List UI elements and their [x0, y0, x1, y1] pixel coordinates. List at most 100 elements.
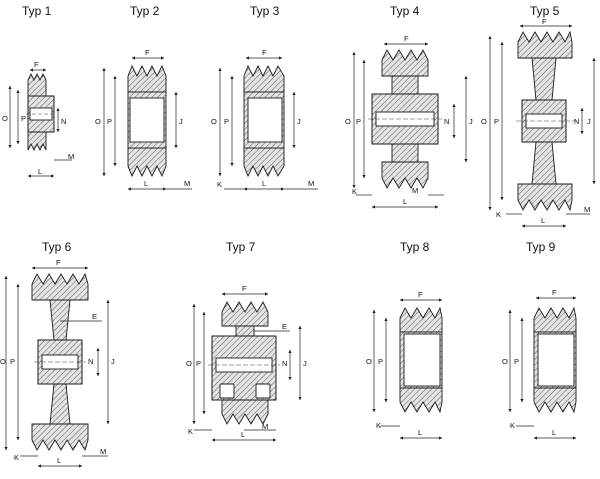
- label-L: L: [403, 197, 407, 206]
- label-M: M: [184, 179, 190, 188]
- groove-shape: [399, 306, 443, 333]
- pulley-title: Typ 7: [226, 240, 256, 254]
- bore-shape: [537, 333, 575, 387]
- groove-shape: [399, 387, 443, 414]
- label-F: F: [34, 60, 39, 69]
- label-O: O: [502, 357, 508, 366]
- label-P: P: [107, 117, 112, 126]
- label-F: F: [262, 48, 267, 57]
- label-M: M: [100, 447, 106, 456]
- hole-shape: [255, 383, 271, 399]
- groove-shape: [127, 147, 167, 178]
- pulley-typ-7: Typ 7 F E O P N J K L M: [186, 240, 307, 442]
- groove-shape: [221, 399, 269, 425]
- label-E: E: [92, 312, 97, 321]
- pulley-typ-9: Typ 9 F O P K L: [502, 240, 577, 440]
- label-M: M: [308, 179, 314, 188]
- label-L: L: [418, 428, 422, 437]
- label-K: K: [14, 453, 19, 462]
- label-J: J: [469, 117, 473, 126]
- pulley-title: Typ 6: [42, 240, 72, 254]
- groove-shape: [533, 306, 577, 333]
- groove-shape: [517, 30, 573, 59]
- label-F: F: [56, 258, 61, 267]
- label-M: M: [68, 152, 74, 161]
- label-F: F: [242, 284, 247, 293]
- label-L: L: [38, 167, 42, 176]
- label-K: K: [376, 421, 381, 430]
- label-M: M: [412, 186, 418, 195]
- web-shape: [391, 75, 419, 95]
- label-P: P: [378, 357, 383, 366]
- web-shape: [49, 299, 71, 341]
- label-N: N: [574, 117, 579, 126]
- label-O: O: [186, 359, 192, 368]
- web-shape: [49, 383, 71, 425]
- label-E: E: [282, 322, 287, 331]
- rim-bottom-grooves: [27, 131, 47, 152]
- label-N: N: [61, 117, 66, 126]
- pulley-title: Typ 9: [526, 240, 556, 254]
- web-shape: [531, 141, 557, 185]
- groove-shape: [381, 161, 429, 189]
- label-F: F: [418, 290, 423, 299]
- pulley-title: Typ 3: [250, 4, 280, 18]
- groove-shape: [243, 64, 285, 93]
- label-N: N: [444, 117, 449, 126]
- label-L: L: [541, 216, 545, 225]
- hole-shape: [219, 383, 235, 399]
- pulley-title: Typ 8: [400, 240, 430, 254]
- label-O: O: [2, 114, 8, 123]
- label-P: P: [224, 117, 229, 126]
- label-O: O: [481, 117, 487, 126]
- label-F: F: [404, 34, 409, 43]
- label-K: K: [188, 427, 193, 436]
- label-O: O: [211, 117, 217, 126]
- label-P: P: [356, 117, 361, 126]
- bore-shape: [129, 97, 165, 143]
- bore-shape: [247, 97, 283, 143]
- label-L: L: [144, 179, 148, 188]
- label-J: J: [179, 117, 183, 126]
- pulley-typ-6: Typ 6 F E O P N J K L M: [0, 240, 115, 468]
- pulley-title: Typ 1: [22, 4, 52, 18]
- label-F: F: [145, 48, 150, 57]
- web-shape: [235, 325, 255, 337]
- label-K: K: [510, 421, 515, 430]
- pulley-title: Typ 5: [530, 4, 560, 18]
- web-shape: [531, 57, 557, 101]
- label-J: J: [303, 359, 307, 368]
- label-P: P: [494, 117, 499, 126]
- pulley-typ-2: Typ 2 F O P J L M: [95, 4, 192, 191]
- label-K: K: [217, 180, 222, 189]
- label-L: L: [57, 456, 61, 465]
- label-F: F: [552, 288, 557, 297]
- label-O: O: [345, 117, 351, 126]
- label-F: F: [542, 17, 547, 26]
- label-M: M: [262, 422, 268, 431]
- pulley-typ-3: Typ 3 F O P J K L M: [211, 4, 318, 191]
- label-N: N: [88, 357, 93, 366]
- pulley-typ-1: Typ 1 F O P N L M: [2, 4, 74, 178]
- groove-shape: [243, 147, 285, 178]
- label-J: J: [297, 117, 301, 126]
- label-L: L: [552, 428, 556, 437]
- pulley-title: Typ 2: [130, 4, 160, 18]
- groove-shape: [381, 49, 429, 77]
- label-N: N: [282, 359, 287, 368]
- bore-shape: [403, 333, 441, 387]
- label-M: M: [584, 205, 590, 214]
- pulley-title: Typ 4: [390, 4, 420, 18]
- label-P: P: [196, 359, 201, 368]
- label-K: K: [352, 187, 357, 196]
- web-shape: [391, 143, 419, 163]
- label-J: J: [111, 357, 115, 366]
- label-L: L: [241, 430, 245, 439]
- rim-top-grooves: [27, 72, 47, 97]
- label-O: O: [366, 357, 372, 366]
- pulley-typ-8: Typ 8 F O P K L: [366, 240, 443, 440]
- pulley-typ-5: Typ 5 F O P N J K L M: [481, 4, 596, 228]
- label-K: K: [496, 210, 501, 219]
